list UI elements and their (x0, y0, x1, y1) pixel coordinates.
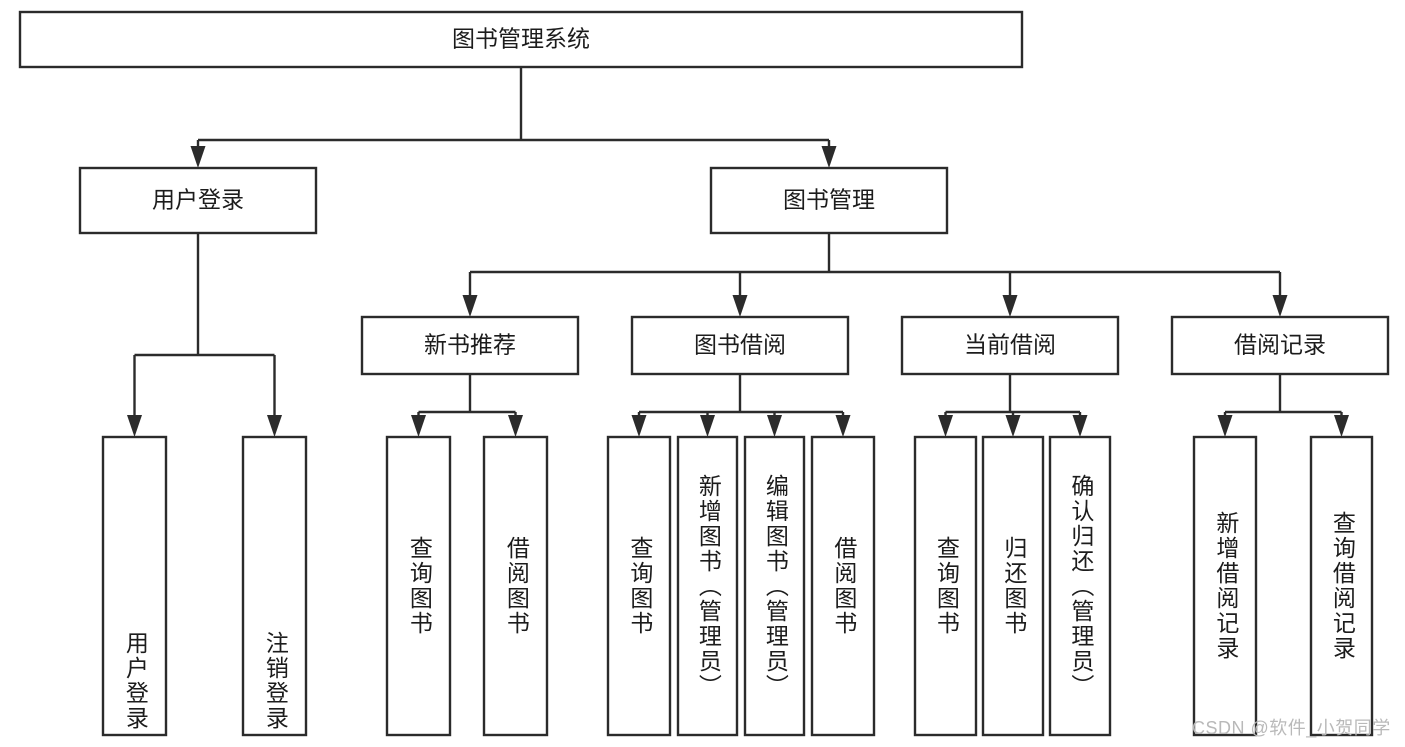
node-box-leaf-return-book[interactable] (981, 435, 1045, 737)
node-box-borrow-record[interactable] (1170, 315, 1390, 376)
node-box-leaf-query-book-3[interactable] (913, 435, 978, 737)
arrow-head-icon (1272, 295, 1288, 317)
node-box-leaf-logout-login[interactable] (241, 435, 308, 737)
node-box-leaf-user-login[interactable] (101, 435, 168, 737)
node-box-leaf-borrow-book-2[interactable] (810, 435, 876, 737)
arrow-head-icon (1002, 295, 1018, 317)
node-box-root[interactable] (18, 10, 1024, 69)
arrow-head-icon (700, 415, 715, 437)
arrow-head-icon (127, 415, 142, 437)
node-box-current-borrow[interactable] (900, 315, 1120, 376)
node-box-leaf-edit-book[interactable] (743, 435, 806, 737)
node-label-current-borrow: 当前借阅 (964, 332, 1056, 358)
node-box-leaf-add-book[interactable] (676, 435, 739, 737)
arrow-head-icon (631, 415, 647, 437)
arrow-head-icon (462, 295, 478, 317)
arrow-head-icon (835, 415, 851, 437)
arrow-head-icon (767, 415, 782, 437)
arrow-head-icon (267, 415, 282, 437)
node-box-book-manage[interactable] (709, 166, 949, 235)
node-box-leaf-confirm-return[interactable] (1048, 435, 1112, 737)
node-label-user-login: 用户登录 (152, 187, 244, 213)
arrow-head-icon (1072, 415, 1088, 437)
connector-lines (127, 67, 1349, 437)
watermark-text: CSDN @软件_小贺同学 (1192, 718, 1391, 738)
arrow-head-icon (1217, 415, 1233, 437)
node-box-leaf-query-record[interactable] (1309, 435, 1374, 737)
node-label-borrow-record: 借阅记录 (1234, 332, 1326, 358)
arrow-head-icon (732, 295, 748, 317)
node-box-book-borrow[interactable] (630, 315, 850, 376)
node-label-book-manage: 图书管理 (783, 187, 875, 213)
arrow-head-icon (821, 146, 837, 168)
arrow-head-icon (411, 415, 426, 437)
node-box-leaf-query-book-2[interactable] (606, 435, 672, 737)
node-box-new-book-recommend[interactable] (360, 315, 580, 376)
node-label-book-borrow: 图书借阅 (694, 332, 786, 358)
node-box-leaf-borrow-book-1[interactable] (482, 435, 549, 737)
node-box-user-login[interactable] (78, 166, 318, 235)
arrow-head-icon (190, 146, 206, 168)
node-box-leaf-query-book-1[interactable] (385, 435, 452, 737)
node-label-new-book-recommend: 新书推荐 (424, 332, 516, 358)
arrow-head-icon (1005, 415, 1021, 437)
arrow-head-icon (1334, 415, 1349, 437)
node-box-leaf-add-record[interactable] (1192, 435, 1258, 737)
arrow-head-icon (508, 415, 523, 437)
node-boxes (18, 10, 1390, 737)
node-label-root: 图书管理系统 (452, 26, 590, 52)
arrow-head-icon (938, 415, 953, 437)
